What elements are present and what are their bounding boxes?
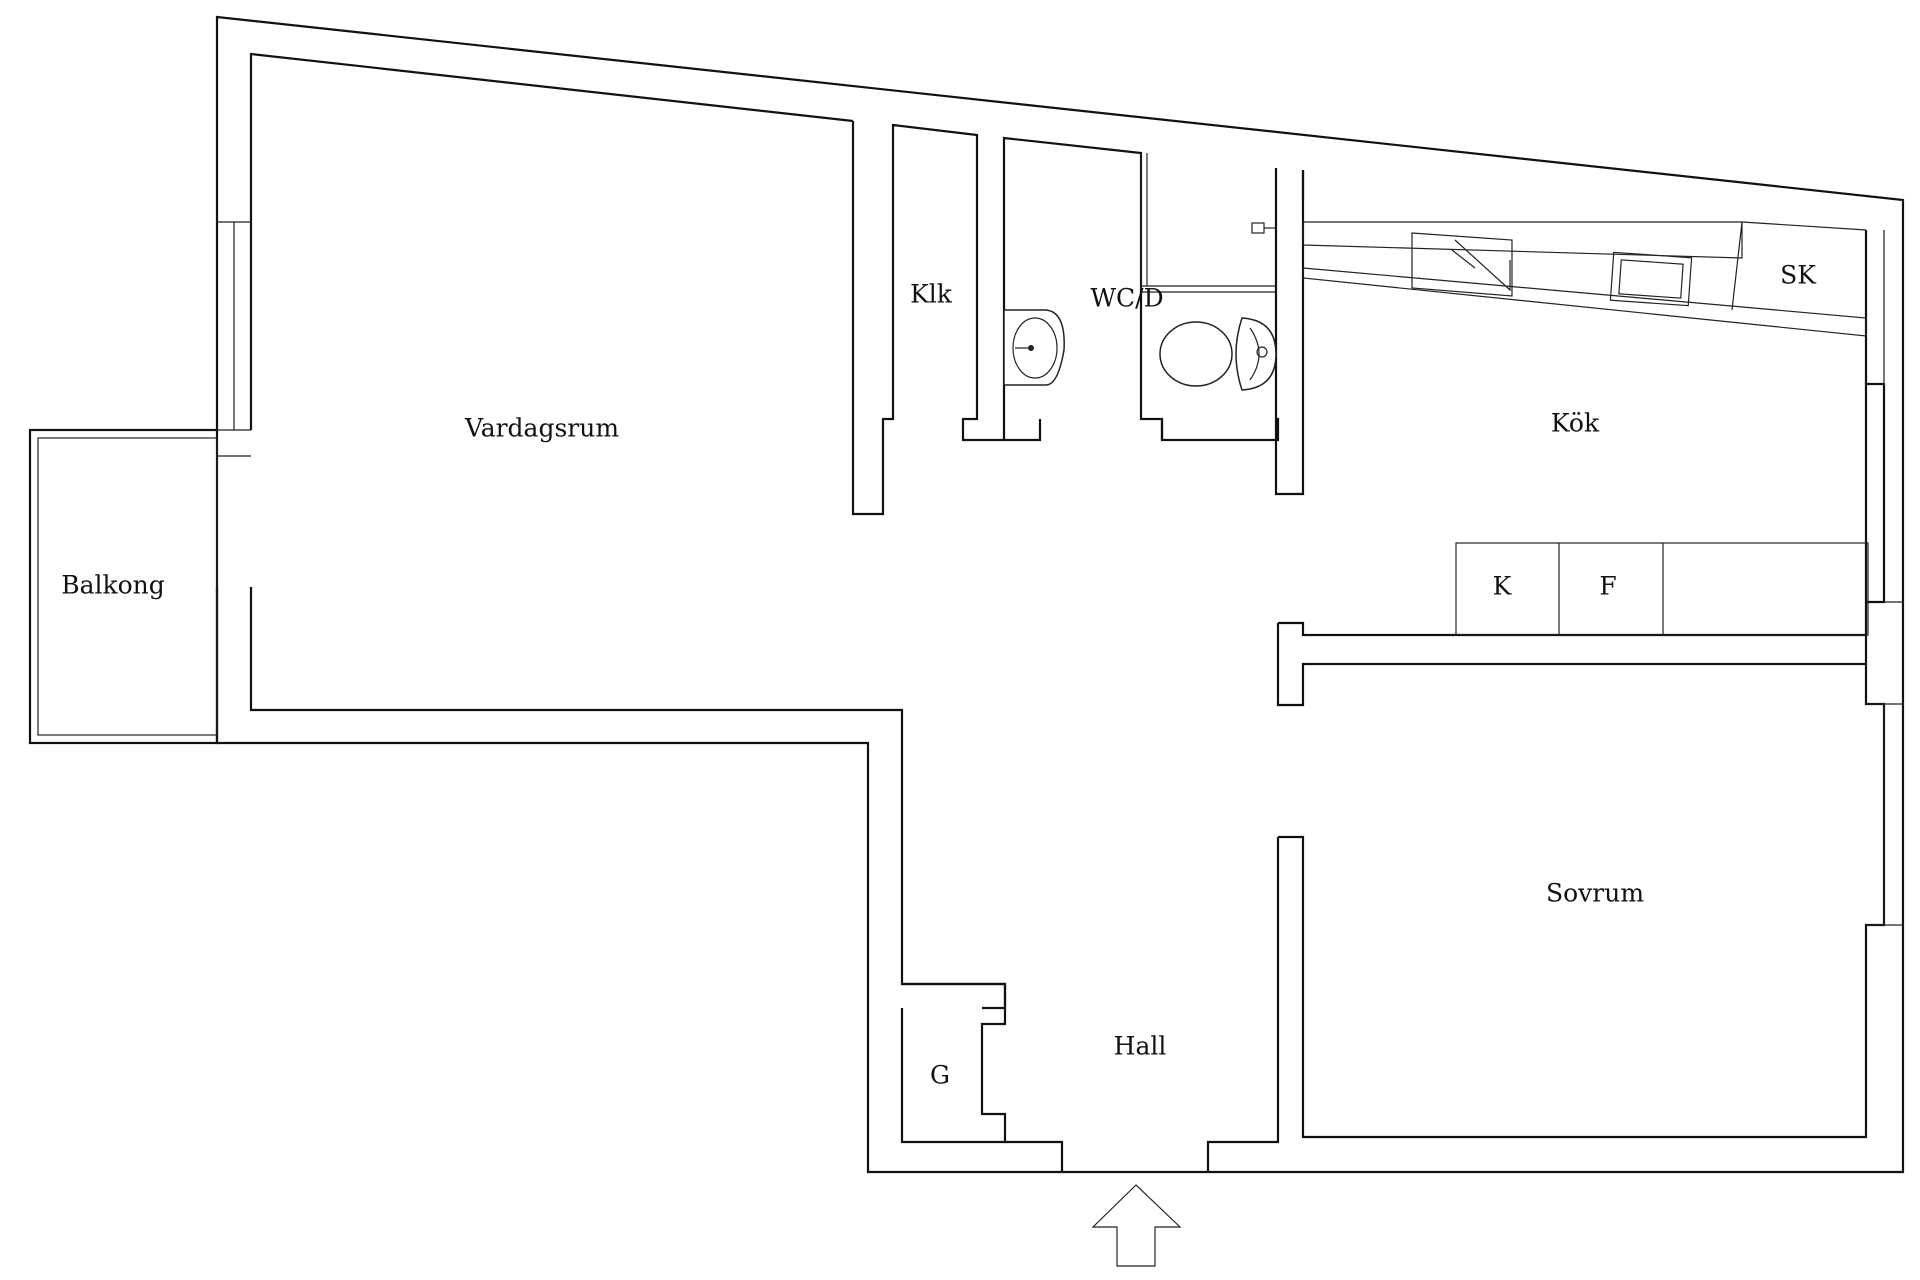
label-balkong: Balkong	[61, 571, 165, 600]
label-vardagsrum: Vardagsrum	[464, 414, 619, 443]
shower-icon	[1251, 222, 1276, 234]
outer-walls	[215, 15, 1905, 1174]
label-sovrum: Sovrum	[1546, 879, 1644, 908]
label-g: G	[930, 1061, 950, 1090]
label-sk: SK	[1780, 261, 1817, 290]
kitchen-sink-icon	[1609, 251, 1693, 307]
label-hall: Hall	[1114, 1032, 1167, 1061]
label-f: F	[1599, 572, 1616, 601]
living-room-walls	[851, 121, 1305, 516]
stove-icon	[1411, 232, 1513, 297]
kitchen-bedroom-walls	[1276, 230, 1903, 1139]
label-wc: WC/D	[1090, 284, 1163, 313]
entrance-arrow-icon	[1091, 1184, 1182, 1267]
label-k: K	[1493, 572, 1513, 601]
shower-partition	[1140, 153, 1276, 293]
hall-walls	[900, 837, 1280, 1172]
label-kok: Kök	[1551, 409, 1600, 438]
label-klk: Klk	[910, 280, 953, 309]
washbasin-icon	[1003, 309, 1065, 386]
toilet-icon	[1159, 317, 1277, 391]
balcony	[28, 428, 219, 745]
fridge-freezer	[1455, 542, 1869, 636]
kitchen-counter	[1302, 221, 1867, 337]
window-left	[217, 221, 251, 457]
